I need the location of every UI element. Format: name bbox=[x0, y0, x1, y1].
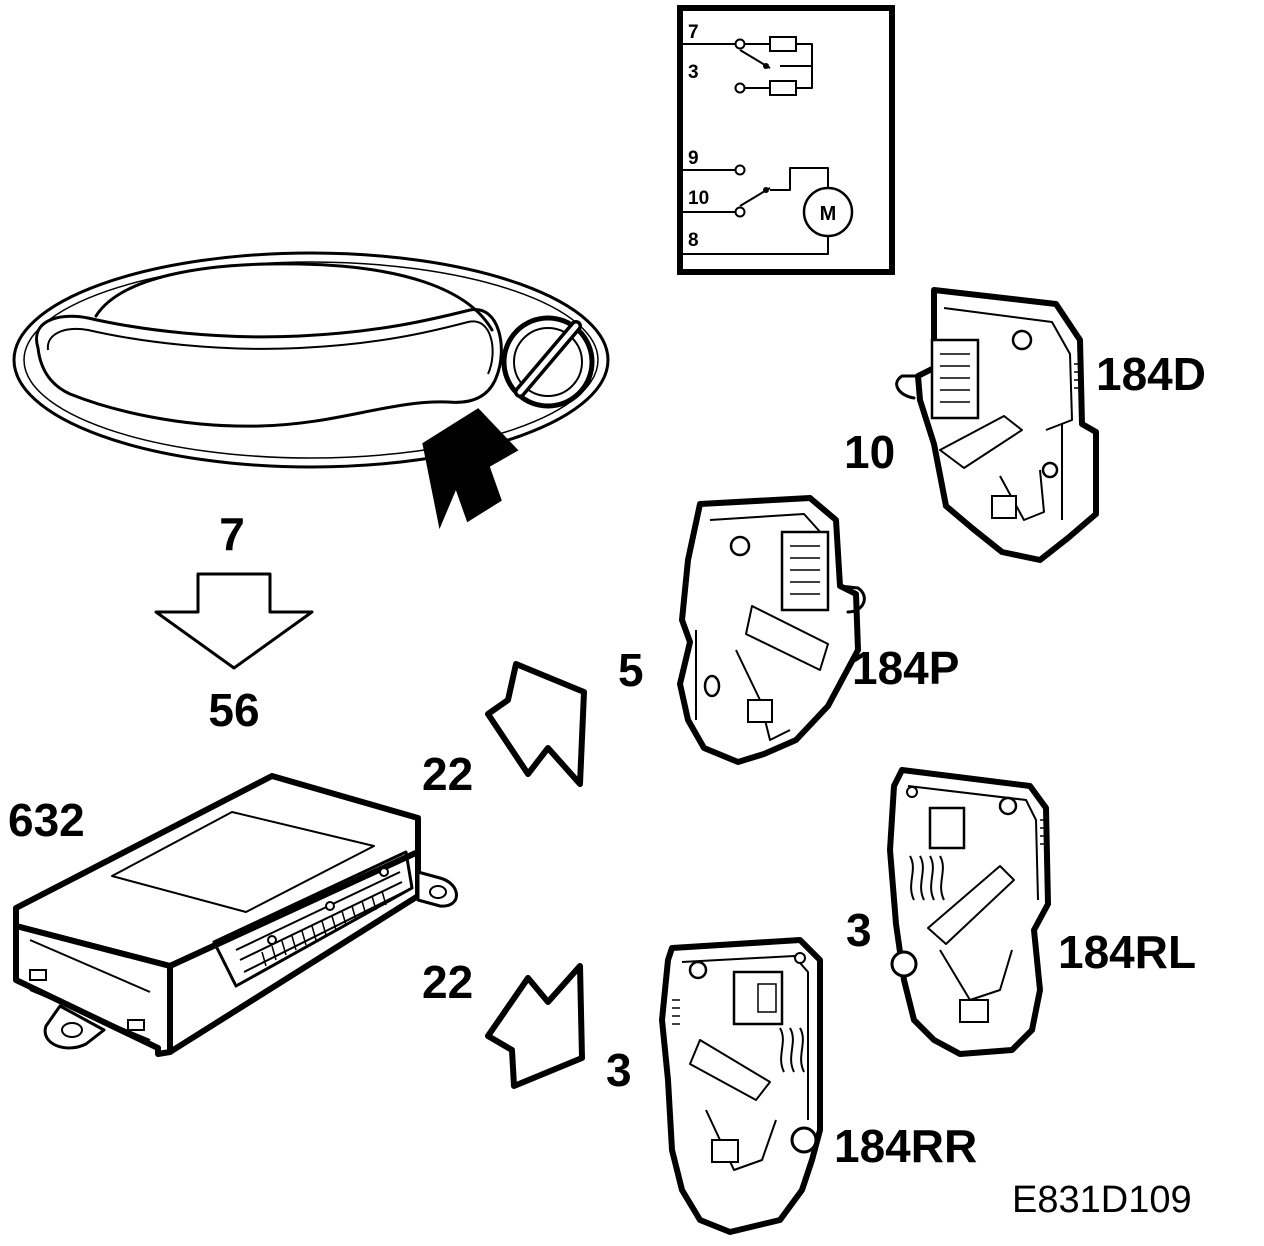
lower-arrow-code: 22 bbox=[422, 956, 473, 1008]
driver-pin-label: 10 bbox=[844, 426, 895, 478]
black-arrow-icon bbox=[422, 408, 519, 530]
upper-arrow-code: 22 bbox=[422, 748, 473, 800]
rear-left-pin-label: 3 bbox=[846, 904, 872, 956]
ecu-id-label: 632 bbox=[8, 794, 85, 846]
lock-switch-schematic: M 7 3 9 10 8 bbox=[677, 5, 895, 275]
rear-right-id-label: 184RR bbox=[834, 1120, 977, 1172]
schematic-pin-7: 7 bbox=[688, 22, 699, 43]
rear-left-id-label: 184RL bbox=[1058, 926, 1196, 978]
figure-reference-code: E831D109 bbox=[1012, 1179, 1192, 1221]
handle-pin-label: 7 bbox=[219, 508, 245, 560]
schematic-pin-9: 9 bbox=[688, 148, 699, 169]
schematic-pin-10: 10 bbox=[688, 188, 709, 209]
lock-cylinder-icon bbox=[501, 315, 595, 409]
lock-actuator-184d bbox=[895, 287, 1099, 563]
door-handle-illustration bbox=[12, 251, 610, 530]
down-arrow-icon bbox=[154, 572, 314, 670]
upper-outline-arrow-icon bbox=[485, 661, 587, 787]
rear-right-pin-label: 3 bbox=[606, 1044, 632, 1096]
lock-actuator-184rr bbox=[659, 937, 823, 1235]
lock-actuator-184rl bbox=[887, 767, 1051, 1057]
driver-id-label: 184D bbox=[1096, 348, 1206, 400]
motor-symbol: M bbox=[820, 203, 837, 225]
schematic-pin-8: 8 bbox=[688, 230, 699, 251]
schematic-pin-3: 3 bbox=[688, 62, 699, 83]
lock-actuator-184p bbox=[677, 495, 866, 765]
handle-code-label: 56 bbox=[208, 684, 259, 736]
passenger-pin-label: 5 bbox=[618, 644, 644, 696]
passenger-id-label: 184P bbox=[852, 642, 959, 694]
lower-outline-arrow-icon bbox=[485, 963, 585, 1089]
control-module-632 bbox=[13, 773, 458, 1057]
